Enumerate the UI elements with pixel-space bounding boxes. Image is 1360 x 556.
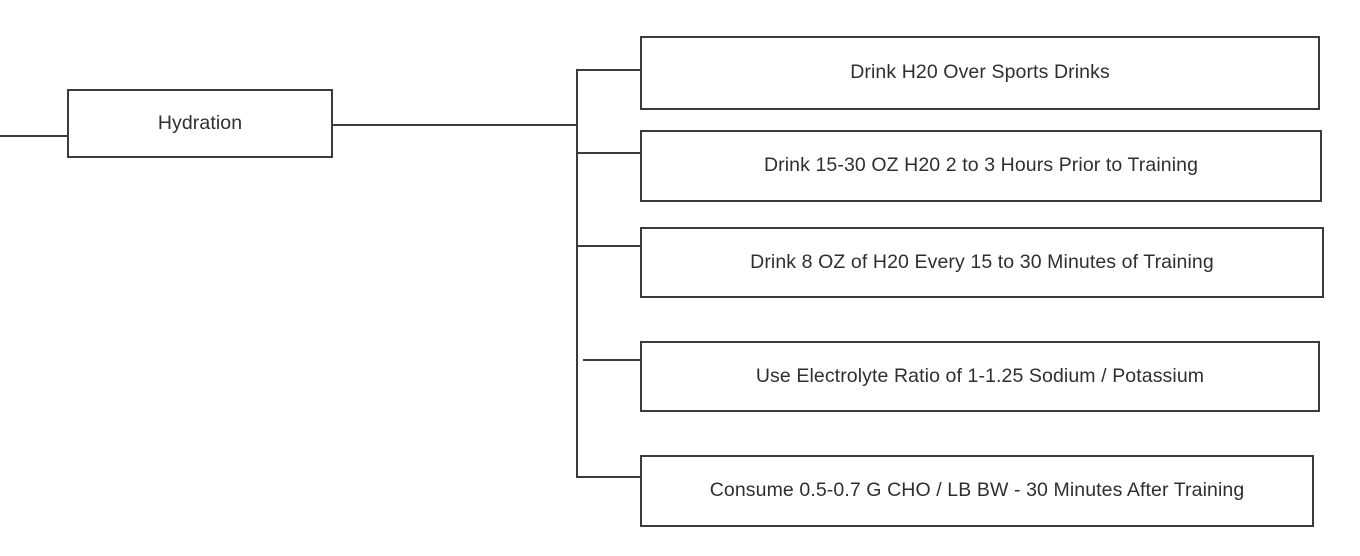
child-connector-line [576,476,642,478]
node-child[interactable]: Drink H20 Over Sports Drinks [640,36,1320,110]
child-connector-line [576,245,642,247]
node-child-label: Drink 8 OZ of H20 Every 15 to 30 Minutes… [750,250,1214,273]
node-child[interactable]: Drink 8 OZ of H20 Every 15 to 30 Minutes… [640,227,1324,298]
child-connector-line [576,152,642,154]
node-hydration-label: Hydration [157,111,243,134]
child-connector-line [576,69,642,71]
node-child-label: Drink H20 Over Sports Drinks [850,61,1110,84]
node-child-label: Consume 0.5-0.7 G CHO / LB BW - 30 Minut… [709,479,1245,502]
trunk-line [576,69,578,478]
node-child-label: Drink 15-30 OZ H20 2 to 3 Hours Prior to… [763,154,1199,177]
node-child-label: Use Electrolyte Ratio of 1-1.25 Sodium /… [755,364,1205,387]
child-connector-line [583,359,642,361]
node-child[interactable]: Use Electrolyte Ratio of 1-1.25 Sodium /… [640,341,1320,412]
parent-connector-line [0,135,67,137]
node-child[interactable]: Consume 0.5-0.7 G CHO / LB BW - 30 Minut… [640,455,1314,527]
node-child[interactable]: Drink 15-30 OZ H20 2 to 3 Hours Prior to… [640,130,1322,202]
node-hydration[interactable]: Hydration [67,89,333,158]
root-stem-line [333,124,578,126]
